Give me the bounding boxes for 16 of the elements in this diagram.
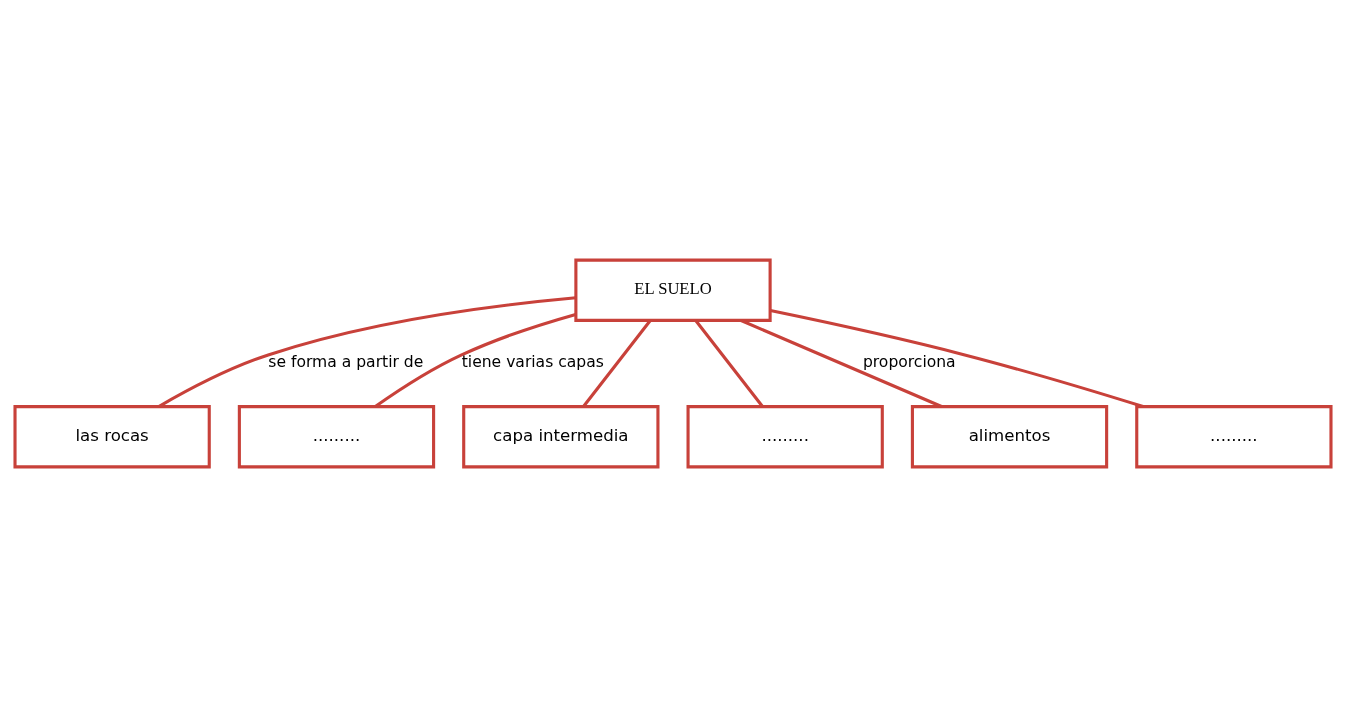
connector	[373, 312, 576, 408]
edge-label: proporciona	[862, 353, 956, 372]
node-box: las rocas	[12, 405, 211, 469]
connector	[581, 319, 652, 408]
node-box: .........	[237, 405, 435, 469]
node-box: capa intermedia	[461, 405, 659, 469]
node-box: .........	[1134, 405, 1333, 469]
edge-label: se forma a partir de	[267, 353, 423, 372]
node-box: alimentos	[910, 405, 1108, 469]
node-box: EL SUELO	[573, 258, 772, 322]
connector	[769, 309, 1144, 409]
edge-label: tiene varias capas	[461, 353, 604, 372]
connector	[740, 319, 942, 408]
node-box: .........	[686, 405, 884, 469]
connector	[157, 296, 576, 408]
connector	[693, 319, 764, 408]
